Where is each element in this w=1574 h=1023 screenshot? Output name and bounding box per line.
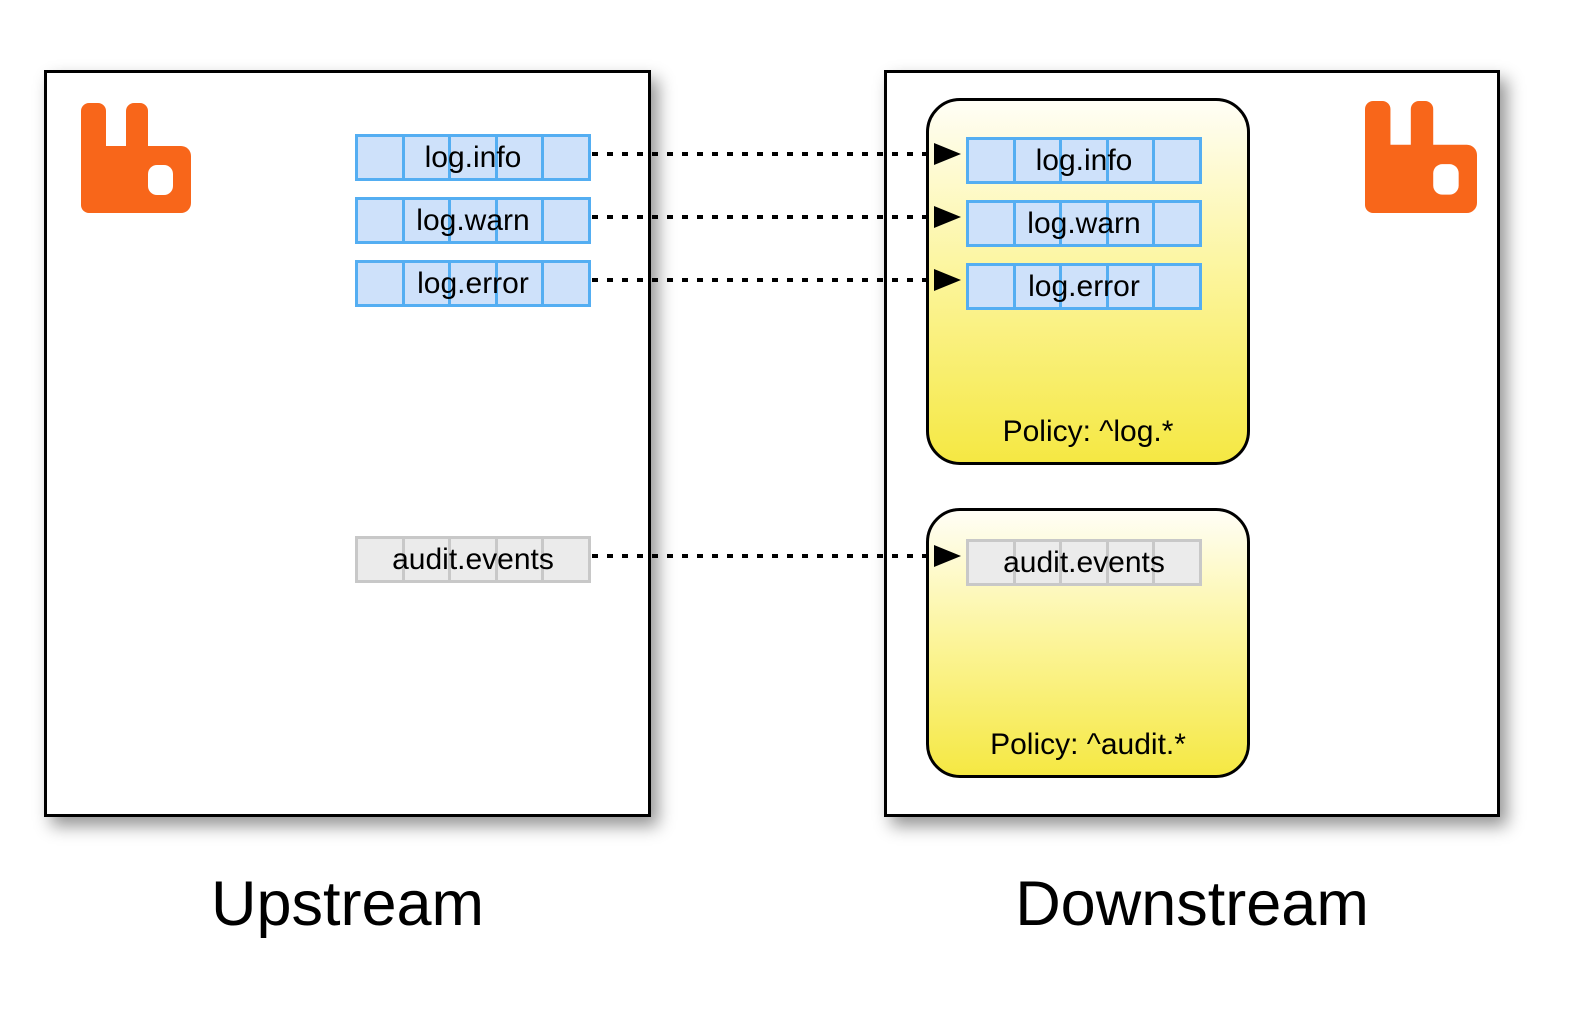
queue-cell xyxy=(1012,263,1063,310)
rabbitmq-logo-icon xyxy=(81,103,191,213)
downstream-queue-log-error: log.error xyxy=(966,263,1202,310)
downstream-queue-audit-events: audit.events xyxy=(966,539,1202,586)
queue-cell xyxy=(541,134,591,181)
queue-cell xyxy=(448,260,498,307)
queue-cell xyxy=(355,134,405,181)
upstream-caption: Upstream xyxy=(210,869,485,939)
queue-cell xyxy=(1105,539,1156,586)
arrow-line-log-info xyxy=(592,152,936,156)
queue-cell xyxy=(1059,539,1109,586)
queue-cell xyxy=(1059,200,1109,247)
queue-cell xyxy=(541,197,591,244)
arrow-line-audit-events xyxy=(592,554,936,558)
downstream-queue-log-warn: log.warn xyxy=(966,200,1202,247)
queue-cell xyxy=(966,137,1016,184)
queue-cell xyxy=(448,536,498,583)
policy-box-log: log.info log.warn log.error Policy: ^log… xyxy=(926,98,1250,465)
queue-cell xyxy=(355,536,405,583)
queue-cell xyxy=(494,134,545,181)
queue-cell xyxy=(1105,137,1156,184)
queue-cell xyxy=(1012,539,1063,586)
arrowhead-icon-audit-events xyxy=(934,545,961,567)
queue-cell xyxy=(401,197,452,244)
queue-cell xyxy=(1059,137,1109,184)
queue-cell xyxy=(1152,539,1202,586)
upstream-queue-log-error: log.error xyxy=(355,260,591,307)
upstream-broker-box: log.info log.warn log.error audit.events xyxy=(44,70,651,817)
queue-cell xyxy=(494,536,545,583)
queue-cell xyxy=(401,536,452,583)
arrowhead-icon-log-info xyxy=(934,143,961,165)
queue-cell xyxy=(355,260,405,307)
downstream-queue-log-info: log.info xyxy=(966,137,1202,184)
rabbitmq-logo-icon xyxy=(1365,101,1477,213)
queue-label: log.warn xyxy=(416,203,530,237)
queue-label: log.info xyxy=(1035,143,1133,177)
upstream-queue-log-info: log.info xyxy=(355,134,591,181)
queue-cell xyxy=(1152,137,1202,184)
policy-label: Policy: ^audit.* xyxy=(990,728,1186,761)
arrow-line-log-warn xyxy=(592,215,936,219)
queue-cell xyxy=(494,197,545,244)
downstream-caption: Downstream xyxy=(1015,869,1369,939)
upstream-queue-audit-events: audit.events xyxy=(355,536,591,583)
queue-label: audit.events xyxy=(1003,545,1165,579)
policy-label: Policy: ^log.* xyxy=(1002,415,1174,448)
queue-cell xyxy=(541,536,591,583)
queue-cell xyxy=(541,260,591,307)
queue-label: log.info xyxy=(424,140,522,174)
queue-label: log.warn xyxy=(1027,206,1141,240)
downstream-broker-box: log.info log.warn log.error Policy: ^log… xyxy=(884,70,1500,817)
queue-cell xyxy=(448,134,498,181)
policy-box-audit: audit.events Policy: ^audit.* xyxy=(926,508,1250,778)
queue-label: log.error xyxy=(1028,269,1140,303)
arrowhead-icon-log-error xyxy=(934,269,961,291)
queue-cell xyxy=(1152,263,1202,310)
queue-cell xyxy=(1012,200,1063,247)
queue-label: log.error xyxy=(417,266,529,300)
arrowhead-icon-log-warn xyxy=(934,206,961,228)
arrow-line-log-error xyxy=(592,278,936,282)
queue-cell xyxy=(1152,200,1202,247)
upstream-queue-log-warn: log.warn xyxy=(355,197,591,244)
queue-label: audit.events xyxy=(392,542,554,576)
